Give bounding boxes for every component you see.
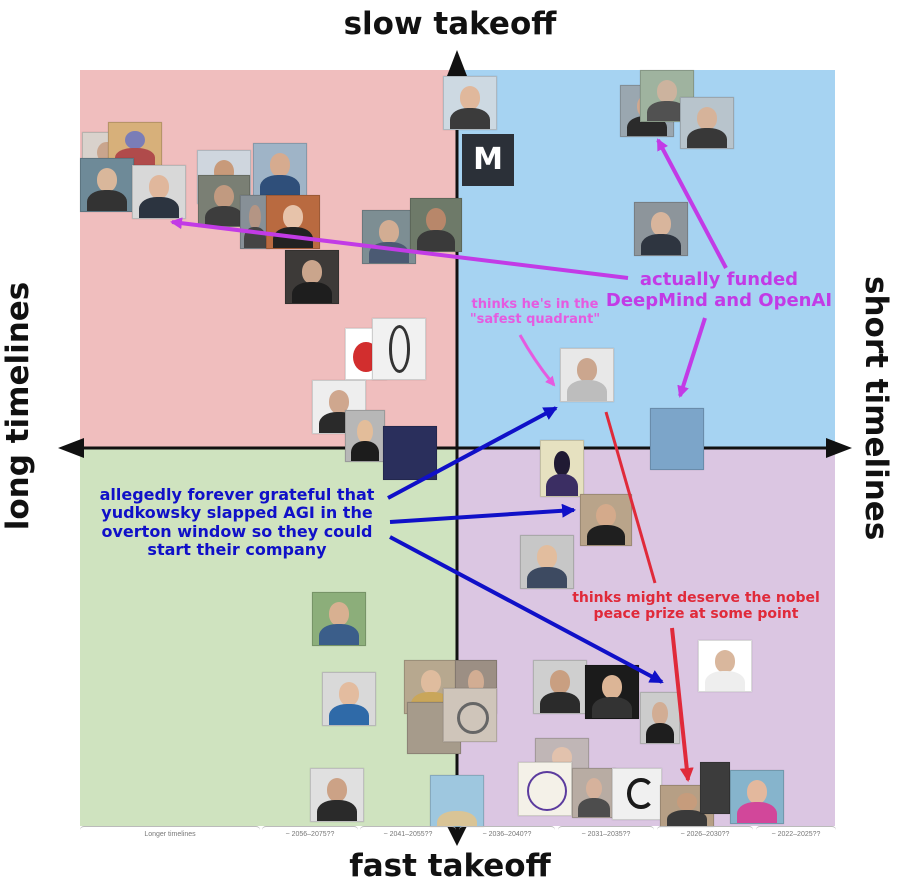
portrait (410, 198, 462, 252)
note-funded-line1: actually funded (639, 269, 799, 290)
portrait (640, 70, 694, 122)
portrait (285, 250, 339, 304)
portrait (580, 494, 632, 546)
portrait (362, 210, 416, 264)
timeline-label: ~ 2026–2030?? (657, 826, 753, 838)
portrait (700, 762, 730, 814)
arrow-funded-to-top (656, 138, 728, 269)
axis-arrow-left (58, 438, 84, 458)
timeline-label: ~ 2056–2075?? (262, 826, 358, 838)
note-nobel: thinks might deserve the nobel peace pri… (556, 590, 836, 622)
portrait (698, 640, 752, 692)
portrait (132, 165, 186, 219)
note-safest: thinks he's in the "safest quadrant" (455, 297, 615, 328)
axis-title-bottom: fast takeoff (349, 848, 551, 884)
portrait-gothic-c (612, 768, 662, 820)
note-nobel-line1: thinks might deserve the nobel (572, 590, 820, 606)
portrait-beach (430, 775, 484, 827)
note-grateful-line4: start their company (147, 540, 327, 560)
portrait-pentagram (518, 762, 572, 816)
portrait-rocket (650, 408, 704, 470)
portrait (80, 158, 134, 212)
portrait-wizard (540, 440, 584, 497)
axis-arrow-up (447, 50, 467, 76)
portrait-galaxy (383, 426, 437, 480)
note-nobel-line2: peace prize at some point (593, 606, 799, 623)
quadrant-bottom-left (80, 448, 457, 826)
portrait-phi-logo (372, 318, 426, 380)
note-grateful: allegedly forever grateful that yudkowsk… (82, 485, 392, 560)
portrait (572, 768, 616, 818)
portrait (560, 348, 614, 402)
axis-arrow-down (447, 826, 467, 846)
note-safest-line2: "safest quadrant" (469, 311, 601, 327)
note-grateful-line2: yudkowsky slapped AGI in the (101, 503, 373, 523)
arrow-nobel-to-top (604, 411, 657, 584)
axis-title-top: slow takeoff (343, 6, 557, 42)
timeline-label: ~ 2041–2055?? (360, 826, 456, 838)
note-grateful-line1: allegedly forever grateful that (99, 485, 375, 504)
arrow-safest (518, 334, 556, 387)
portrait (312, 592, 366, 646)
note-grateful-line3: overton window so they could (101, 521, 373, 541)
portrait-spiral (443, 688, 497, 742)
timeline-label: ~ 2031–2035?? (558, 826, 654, 838)
arrow-funded-to-left (170, 217, 629, 280)
note-funded: actually funded DeepMind and OpenAI (598, 269, 840, 311)
portrait (520, 535, 574, 589)
portrait (253, 143, 307, 197)
portrait (634, 202, 688, 256)
note-safest-line1: thinks he's in the (471, 297, 599, 312)
arrow-grateful-right (389, 503, 576, 524)
portrait (443, 76, 497, 130)
portrait (730, 770, 784, 824)
portrait (585, 665, 639, 719)
timeline-label: Longer timelines (80, 826, 260, 838)
axis-arrow-right (826, 438, 852, 458)
timeline-label: ~ 2036–2040?? (459, 826, 555, 838)
m-logo: M (462, 134, 514, 186)
portrait (345, 410, 385, 462)
arrow-nobel-to-bottom (670, 627, 694, 782)
note-funded-line2: DeepMind and OpenAI (605, 289, 833, 311)
portrait (533, 660, 587, 714)
timeline-label: ~ 2022–2025?? (756, 826, 836, 838)
portrait (322, 672, 376, 726)
arrow-grateful-up (387, 406, 558, 500)
arrow-funded-to-rocket (677, 317, 707, 398)
portrait (680, 97, 734, 149)
portrait (310, 768, 364, 822)
arrow-grateful-down (389, 535, 664, 684)
